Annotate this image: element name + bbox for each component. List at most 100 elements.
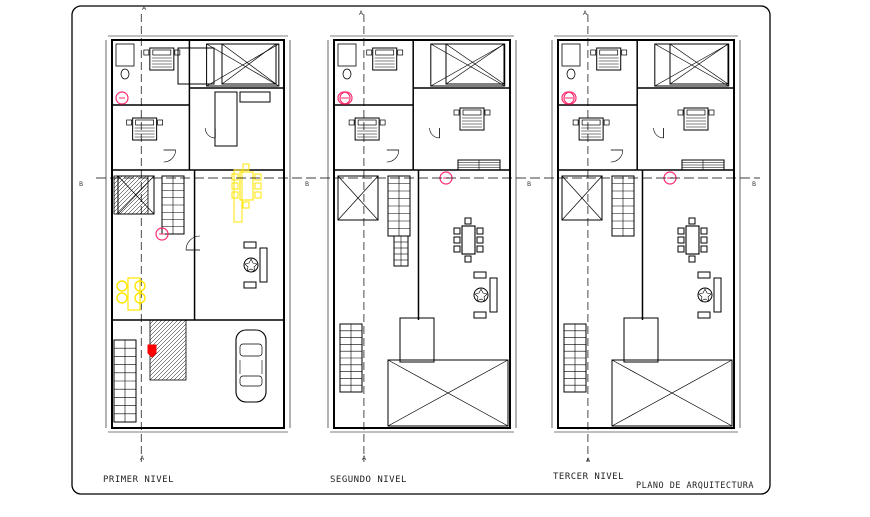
- void-diagonal: [387, 359, 509, 427]
- dining-set-primer: [231, 163, 262, 209]
- void-diagonal: [221, 43, 277, 85]
- armchair: [697, 311, 711, 319]
- location-marker-tercer-upper: [563, 91, 577, 105]
- section-mark-b-3: B: [527, 181, 532, 188]
- dining-chair: [700, 227, 708, 235]
- hatch-line: [149, 339, 187, 377]
- hatch-line: [113, 175, 139, 201]
- section-mark-a-bottom-1: A: [140, 455, 145, 462]
- dining-chair: [453, 245, 461, 253]
- nightstand: [453, 109, 460, 116]
- bed-frame: [459, 107, 485, 131]
- bed-frame: [683, 107, 709, 131]
- nightstand: [366, 49, 373, 56]
- void-diagonal: [561, 175, 603, 221]
- dining-chair: [464, 255, 472, 263]
- sofa: [713, 277, 722, 313]
- door-hall: [204, 127, 216, 139]
- plant-icon: [698, 288, 712, 302]
- sheet-border: [71, 5, 771, 495]
- balcony-tercer: [623, 317, 659, 363]
- section-mark-a-bottom-2: A: [362, 455, 367, 462]
- plant-icon: [244, 258, 258, 272]
- hatch-line: [113, 177, 149, 213]
- light-well-segundo-top: [445, 43, 505, 85]
- void-frame: [387, 359, 509, 427]
- hatch-line: [149, 319, 155, 325]
- hatch-line: [119, 185, 149, 215]
- stairs-segundo: [387, 175, 411, 237]
- table-highlight: [127, 277, 141, 311]
- dining-chair: [453, 227, 461, 235]
- hatch-line: [149, 335, 187, 373]
- toilet-icon: [120, 68, 130, 80]
- coffee-table: [697, 287, 713, 303]
- sofa: [489, 277, 498, 313]
- door-swing: [386, 149, 400, 163]
- hatch-line: [113, 175, 143, 205]
- stairs-primer: [161, 175, 185, 235]
- exterior-walls: [111, 39, 285, 429]
- nightstand: [572, 119, 579, 126]
- section-mark-b-4: B: [752, 181, 757, 188]
- void-frame: [221, 43, 277, 85]
- bathroom: [115, 43, 135, 67]
- sofa: [259, 247, 268, 283]
- hatch-line: [131, 197, 149, 215]
- dining-chair: [231, 191, 239, 199]
- bed-frame: [578, 117, 604, 141]
- kitchen: [214, 91, 238, 147]
- hatch-line: [149, 319, 159, 329]
- void-diagonal: [654, 43, 729, 87]
- armchair: [473, 271, 487, 279]
- stairs-segundo-c: [339, 323, 363, 393]
- void-frame: [337, 175, 379, 221]
- hatch-line: [127, 193, 149, 215]
- dining-chair: [677, 245, 685, 253]
- bed-pillow: [152, 49, 172, 56]
- bed-frame: [354, 117, 380, 141]
- door-bedroom: [610, 149, 624, 163]
- bed-pillow: [686, 109, 706, 116]
- void-diagonal: [445, 43, 505, 85]
- floor-plan-segundo: [327, 14, 517, 462]
- toilet-icon: [342, 68, 352, 80]
- dining-table: [461, 225, 476, 255]
- marker-ring: [563, 91, 577, 105]
- nightstand: [677, 109, 684, 116]
- bed-frame: [372, 47, 398, 71]
- floor-plan-primer: [105, 14, 291, 462]
- marker-ring: [115, 91, 129, 105]
- balcony-segundo: [399, 317, 435, 363]
- hatch-line: [149, 343, 187, 381]
- void-frame: [611, 359, 733, 427]
- hatch-line: [113, 175, 123, 185]
- nightstand: [603, 119, 610, 126]
- hatch-line: [177, 371, 187, 381]
- hatch-line: [161, 355, 187, 381]
- door-swing: [610, 149, 624, 163]
- nightstand: [126, 119, 132, 126]
- light-well-tercer-top: [669, 43, 729, 85]
- location-marker-upper: [115, 91, 129, 105]
- dining-chair: [700, 236, 708, 244]
- dining-chair: [476, 227, 484, 235]
- living-room-primer: [243, 241, 268, 289]
- dining-chair: [476, 245, 484, 253]
- nightstand: [397, 49, 404, 56]
- hatch-frame: [113, 175, 149, 215]
- section-mark-b-2: B: [305, 181, 310, 188]
- bed-tercer-right: [677, 107, 715, 131]
- car-windshield: [239, 343, 263, 357]
- bed-pillow: [581, 119, 601, 126]
- hatch-line: [173, 367, 187, 381]
- hatch-line: [149, 331, 187, 369]
- nightstand: [590, 49, 597, 56]
- dining-chair: [688, 217, 696, 225]
- dining-set-segundo: [453, 217, 484, 263]
- nightstand: [621, 49, 628, 56]
- section-mark-a-top-3: A: [583, 10, 588, 17]
- hatch-line: [181, 375, 187, 381]
- hatch-line: [113, 175, 135, 197]
